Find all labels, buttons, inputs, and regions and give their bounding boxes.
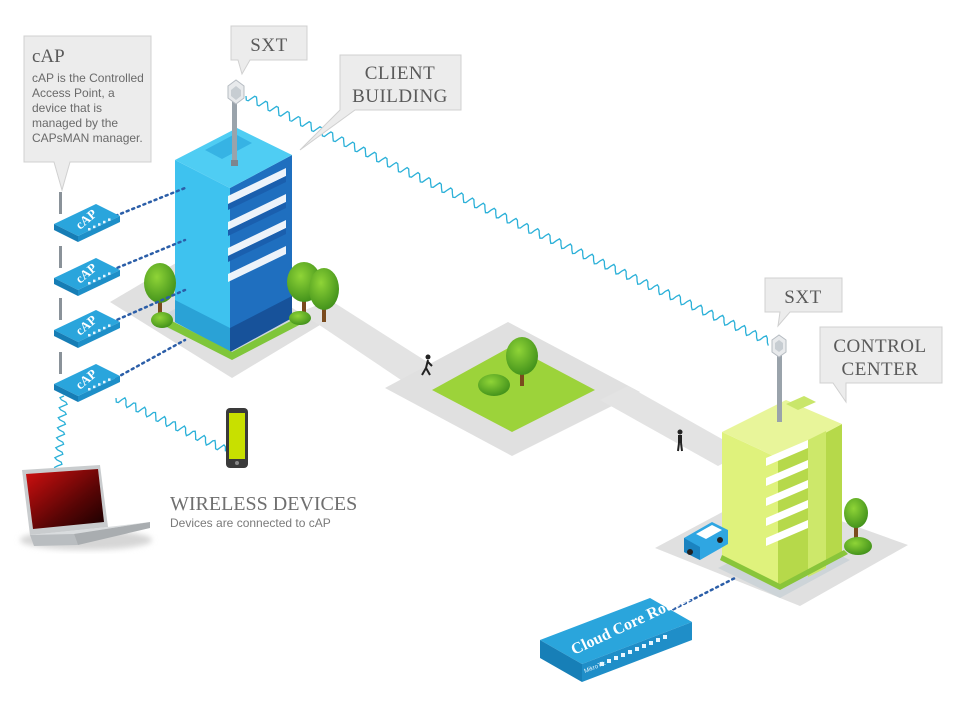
wireless-devices-title: WIRELESS DEVICES bbox=[170, 493, 357, 515]
control-center-callout: CONTROL CENTER bbox=[819, 326, 943, 404]
access-point-icon bbox=[54, 192, 120, 242]
tree-icon bbox=[289, 311, 311, 325]
wireless-link-laptop bbox=[53, 395, 69, 469]
sxt-antenna-client bbox=[227, 79, 245, 166]
cap-desc-line: cAP is the Controlled bbox=[32, 71, 144, 85]
access-point-icon bbox=[54, 246, 120, 296]
cap-desc-line: Access Point, a bbox=[32, 86, 115, 100]
client-building-line2: BUILDING bbox=[352, 86, 448, 107]
tree-icon bbox=[151, 312, 173, 328]
wired-links bbox=[108, 186, 737, 614]
sxt-antenna-control bbox=[771, 334, 787, 422]
cap-device[interactable]: cAP bbox=[54, 192, 120, 242]
cap-callout-title: cAP bbox=[32, 46, 65, 67]
cap-device[interactable]: cAP bbox=[54, 246, 120, 296]
sxt-control-label: SXT bbox=[784, 287, 821, 308]
control-center-line2: CENTER bbox=[842, 359, 919, 380]
wireless-link-sxt bbox=[245, 95, 769, 346]
cap-device[interactable]: cAP bbox=[54, 298, 120, 348]
car-icon bbox=[684, 522, 728, 560]
wireless-devices-caption: WIRELESS DEVICES Devices are connected t… bbox=[170, 493, 357, 530]
tree-icon bbox=[844, 537, 872, 555]
cap-device[interactable]: cAP bbox=[54, 352, 120, 402]
router-icon bbox=[540, 598, 692, 682]
client-building-line1: CLIENT bbox=[365, 63, 436, 84]
laptop-icon bbox=[20, 465, 152, 550]
sxt-callout-client: SXT bbox=[230, 25, 308, 76]
person-icon bbox=[421, 354, 433, 376]
antenna-icon bbox=[771, 334, 787, 358]
cap-desc-line: device that is bbox=[32, 101, 102, 115]
cap-desc-line: CAPsMAN manager. bbox=[32, 131, 143, 145]
tree-icon bbox=[144, 263, 176, 318]
road-segment bbox=[300, 300, 440, 386]
antenna-icon bbox=[227, 79, 245, 105]
park-grass bbox=[432, 346, 595, 432]
road-segment bbox=[600, 386, 745, 466]
cap-desc-line: managed by the bbox=[32, 116, 118, 130]
access-point-icon bbox=[54, 352, 120, 402]
person-icon bbox=[677, 429, 683, 452]
control-center-line1: CONTROL bbox=[833, 336, 926, 357]
tree-icon bbox=[506, 337, 538, 386]
client-building-callout: CLIENT BUILDING bbox=[299, 54, 462, 151]
tree-icon bbox=[844, 498, 868, 540]
sxt-client-label: SXT bbox=[250, 35, 287, 56]
access-point-icon bbox=[54, 298, 120, 348]
cap-callout: cAP cAP is the Controlled Access Point, … bbox=[23, 35, 152, 192]
tree-icon bbox=[309, 268, 339, 322]
smartphone-icon[interactable] bbox=[226, 408, 248, 468]
sxt-callout-control: SXT bbox=[764, 277, 843, 328]
control-center-building bbox=[718, 396, 850, 598]
wireless-devices-desc: Devices are connected to cAP bbox=[170, 516, 331, 530]
wireless-link-phone bbox=[115, 396, 227, 452]
cloud-core-router[interactable]: Cloud Core Router MikroTik bbox=[540, 588, 695, 682]
tree-icon bbox=[478, 374, 510, 396]
